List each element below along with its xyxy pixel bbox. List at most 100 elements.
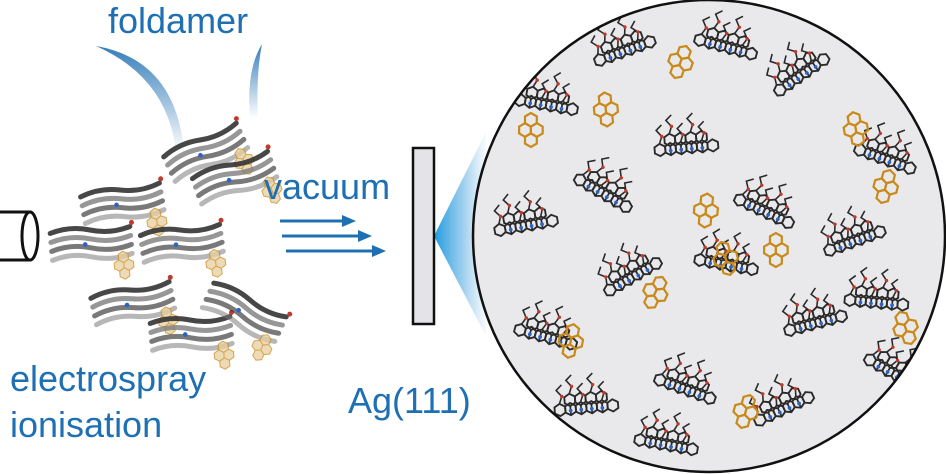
oxygen-atom	[559, 394, 564, 399]
substrate-label: Ag(111)	[348, 380, 471, 421]
surface-foldamer	[693, 228, 759, 277]
nitrogen-atom	[829, 318, 834, 323]
gas-phase-foldamer	[189, 144, 283, 207]
nitrogen-atom	[668, 148, 673, 153]
nitrogen-atom	[667, 383, 672, 387]
oxygen-atom	[765, 196, 770, 200]
aromatic-ring	[629, 30, 644, 44]
aromatic-ring	[816, 53, 831, 67]
nitrogen-atom	[768, 415, 773, 419]
oxygen-atom	[776, 62, 780, 66]
oxygen-atom	[498, 214, 503, 219]
oxygen-atom	[601, 165, 605, 169]
oxygen-atom	[891, 345, 895, 349]
surface-foldamer	[553, 372, 620, 418]
nitrogen-atom	[559, 106, 564, 111]
vacuum-arrow	[286, 245, 386, 257]
nitrogen-atom	[885, 370, 890, 374]
pyrene-unit	[763, 231, 789, 269]
nitrogen-atom	[648, 441, 653, 446]
nitrogen-atom	[867, 153, 872, 157]
vacuum-label: vacuum	[264, 166, 391, 207]
nitrogen-atom	[677, 386, 682, 391]
nitrogen-atom	[707, 42, 712, 47]
oxygen-atom	[866, 220, 870, 224]
oxygen-atom	[780, 383, 784, 387]
oxygen-atom	[627, 251, 631, 255]
nitrogen-atom	[508, 227, 513, 232]
vacuum-arrow	[282, 230, 372, 242]
oxygen-atom	[535, 78, 539, 82]
nitrogen-atom	[766, 212, 771, 217]
oxygen-atom	[507, 203, 512, 208]
callout-beam-left	[96, 46, 184, 152]
aromatic-ring	[533, 206, 547, 221]
oxygen-atom	[852, 285, 856, 289]
oxygen-atom	[537, 310, 541, 314]
nitrogen-atom	[819, 321, 823, 326]
oxygen-atom	[608, 262, 613, 266]
nitrogen-atom	[796, 77, 801, 81]
aromatic-ring	[694, 129, 709, 145]
oxygen-atom	[745, 37, 749, 41]
ag111-substrate-plate	[411, 146, 436, 326]
pyrene-unit	[641, 275, 669, 310]
nitrogen-atom	[618, 284, 622, 288]
oxygen-atom	[616, 37, 620, 41]
oxygen-atom	[643, 425, 647, 430]
callout-beam-right	[249, 44, 262, 118]
aromatic-ring	[895, 149, 911, 163]
nitrogen-atom	[887, 160, 892, 165]
surface-foldamer	[820, 205, 887, 257]
oxygen-atom	[569, 384, 574, 389]
gas-phase-foldamer	[147, 309, 235, 370]
surface-foldamer	[732, 174, 796, 229]
nitrogen-atom	[775, 217, 780, 222]
nitrogen-atom	[529, 224, 534, 228]
oxygen-atom	[724, 31, 729, 36]
aromatic-ring	[886, 287, 900, 302]
oxygen-atom	[807, 51, 812, 55]
nitrogen-atom	[548, 337, 553, 342]
oxygen-atom	[690, 122, 695, 127]
aromatic-ring	[556, 325, 571, 340]
aromatic-ring	[634, 254, 650, 268]
surface-foldamer	[590, 15, 657, 67]
aromatic-ring	[896, 297, 910, 312]
nitrogen-atom	[595, 190, 600, 194]
aromatic-ring	[556, 91, 571, 106]
nitrogen-atom	[787, 83, 792, 88]
aromatic-ring	[642, 35, 657, 49]
oxygen-atom	[698, 368, 703, 373]
aromatic-ring	[787, 387, 802, 401]
nitrogen-atom	[528, 101, 533, 106]
pyrene-unit	[842, 110, 870, 147]
nitrogen-atom	[679, 446, 684, 451]
nitrogen-atom	[797, 401, 801, 406]
nitrogen-atom	[549, 105, 553, 109]
nitrogen-atom	[777, 410, 782, 415]
oxygen-atom	[759, 183, 764, 188]
oxygen-atom	[793, 387, 798, 391]
oxygen-atom	[565, 93, 569, 97]
aromatic-ring	[744, 46, 759, 61]
nitrogen-atom	[729, 265, 733, 269]
nitrogen-atom	[538, 103, 543, 108]
oxygen-atom	[587, 168, 591, 172]
nitrogen-atom	[700, 145, 705, 150]
aromatic-ring	[648, 257, 664, 270]
aromatic-ring	[899, 374, 914, 388]
oxygen-atom	[544, 89, 548, 93]
electrospray-label: electrospray ionisation	[10, 356, 206, 448]
surface-foldamer	[843, 266, 910, 312]
aromatic-ring	[902, 161, 917, 175]
aromatic-ring	[594, 389, 609, 405]
nitrogen-atom	[579, 407, 584, 412]
pyrene-unit	[667, 44, 695, 80]
nitrogen-atom	[739, 266, 744, 271]
nitrogen-atom	[876, 364, 881, 369]
vacuum-arrow	[280, 215, 356, 227]
nitrogen-atom	[879, 302, 884, 307]
pyrene-unit	[712, 240, 740, 277]
oxygen-atom	[846, 227, 850, 231]
